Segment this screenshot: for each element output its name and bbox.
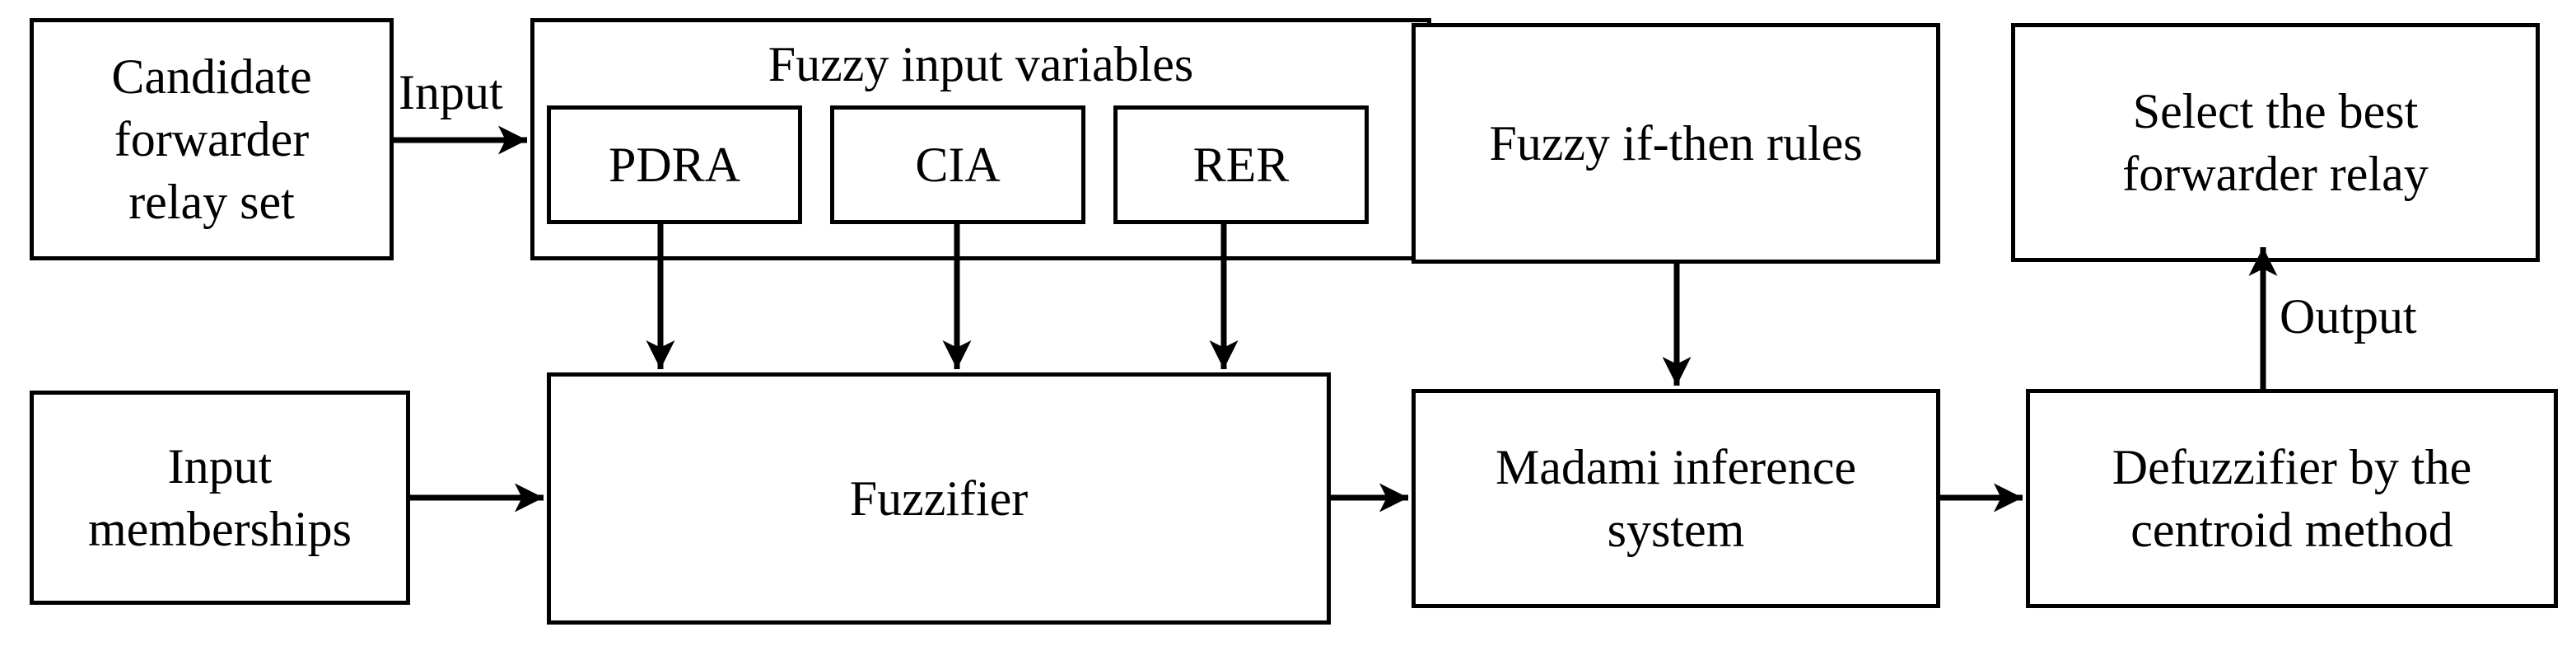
- select-best-relay-box: Select the best forwarder relay: [2011, 23, 2540, 262]
- input-memberships-label: Input memberships: [88, 439, 352, 556]
- input-memberships-box: Input memberships: [30, 391, 410, 605]
- input-edge-label: Input: [399, 65, 503, 119]
- candidate-relay-set-label: Candidate forwarder relay set: [111, 49, 312, 229]
- fuzzifier-box: Fuzzifier: [547, 372, 1331, 625]
- fuzzifier-label: Fuzzifier: [849, 471, 1029, 526]
- pdra-label: PDRA: [608, 138, 741, 192]
- candidate-relay-set-box: Candidate forwarder relay set: [30, 18, 394, 260]
- fuzzy-input-variables-title: Fuzzy input variables: [768, 37, 1194, 91]
- output-edge-label: Output: [2280, 289, 2417, 344]
- rer-box: RER: [1113, 105, 1369, 224]
- fuzzy-rules-box: Fuzzy if-then rules: [1412, 23, 1940, 264]
- rer-label: RER: [1192, 138, 1290, 192]
- inference-system-label: Madami inference system: [1495, 440, 1857, 557]
- select-best-relay-label: Select the best forwarder relay: [2122, 84, 2429, 201]
- defuzzifier-box: Defuzzifier by the centroid method: [2026, 389, 2558, 608]
- pdra-box: PDRA: [547, 105, 802, 224]
- cia-label: CIA: [915, 138, 1001, 192]
- inference-system-box: Madami inference system: [1412, 389, 1940, 608]
- defuzzifier-label: Defuzzifier by the centroid method: [2112, 440, 2472, 557]
- cia-box: CIA: [830, 105, 1085, 224]
- fuzzy-rules-label: Fuzzy if-then rules: [1489, 116, 1863, 171]
